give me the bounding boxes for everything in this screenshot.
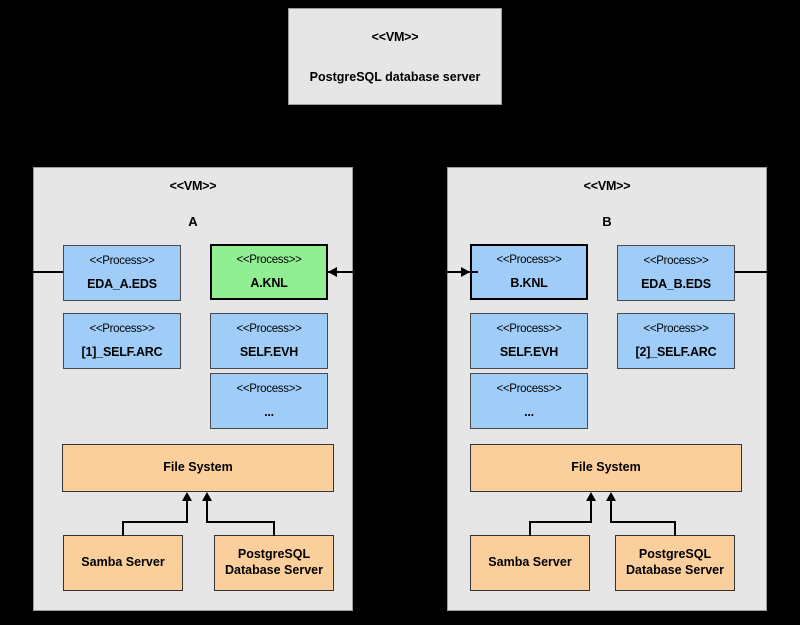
samba-server-label: Samba Server bbox=[81, 555, 165, 570]
process-label: B.KNL bbox=[510, 276, 548, 290]
arrowhead-into-b-knl bbox=[461, 267, 470, 277]
arrowhead-pg-fs-b bbox=[606, 492, 616, 501]
connector-pg-fs-a-vertical-low bbox=[273, 521, 275, 536]
process-stereotype: <<Process>> bbox=[236, 322, 302, 335]
process-b-knl[interactable]: <<Process>> B.KNL bbox=[470, 244, 588, 300]
arrowhead-samba-fs-a bbox=[182, 492, 192, 501]
connector-samba-fs-a-horizontal bbox=[122, 521, 188, 523]
process-label: EDA_B.EDS bbox=[641, 277, 711, 291]
file-system-a[interactable]: File System bbox=[62, 444, 334, 492]
process-label: A.KNL bbox=[250, 276, 288, 290]
process-stereotype: <<Process>> bbox=[89, 254, 155, 267]
postgresql-server-b[interactable]: PostgreSQL Database Server bbox=[615, 535, 735, 591]
arrowhead-samba-fs-b bbox=[586, 492, 596, 501]
connector-pg-fs-b-vertical-low bbox=[674, 521, 676, 536]
connector-samba-fs-b-vertical-high bbox=[590, 501, 592, 522]
vm-node-postgresql[interactable]: <<VM>> PostgreSQL database server bbox=[288, 8, 502, 105]
connector-samba-fs-b-horizontal bbox=[529, 521, 592, 523]
postgresql-line1: PostgreSQL bbox=[638, 547, 712, 562]
process-eda-a-eds[interactable]: <<Process>> EDA_A.EDS bbox=[63, 245, 181, 301]
arrowhead-pg-fs-a bbox=[202, 492, 212, 501]
connector-samba-fs-a-vertical-high bbox=[186, 501, 188, 522]
connector-a-knl-to-b-knl bbox=[328, 271, 478, 273]
file-system-label: File System bbox=[163, 460, 233, 475]
process-stereotype: <<Process>> bbox=[496, 253, 562, 266]
arrowhead-into-a-knl bbox=[328, 267, 337, 277]
process-stereotype: <<Process>> bbox=[236, 253, 302, 266]
file-system-label: File System bbox=[571, 460, 641, 475]
samba-server-label: Samba Server bbox=[488, 555, 572, 570]
process-stereotype: <<Process>> bbox=[496, 382, 562, 395]
vm-name: A bbox=[188, 213, 198, 229]
process-2-self-arc[interactable]: <<Process>> [2]_SELF.ARC bbox=[617, 313, 735, 369]
process-stereotype: <<Process>> bbox=[236, 382, 302, 395]
postgresql-server-a[interactable]: PostgreSQL Database Server bbox=[214, 535, 334, 591]
postgresql-server-label: PostgreSQL Database Server bbox=[626, 547, 724, 578]
postgresql-server-label: PostgreSQL Database Server bbox=[225, 547, 323, 578]
vm-stereotype: <<VM>> bbox=[371, 30, 419, 44]
process-ellipsis-a[interactable]: <<Process>> ... bbox=[210, 373, 328, 429]
samba-server-a[interactable]: Samba Server bbox=[63, 535, 183, 591]
process-stereotype: <<Process>> bbox=[643, 322, 709, 335]
process-a-knl[interactable]: <<Process>> A.KNL bbox=[210, 244, 328, 300]
connector-pg-fs-a-horizontal bbox=[206, 521, 275, 523]
vm-name: B bbox=[602, 213, 612, 229]
connector-samba-fs-b-vertical-low bbox=[529, 521, 531, 536]
connector-pg-fs-a-vertical-high bbox=[206, 501, 208, 522]
process-label: ... bbox=[524, 405, 534, 419]
connector-pg-fs-b-vertical-high bbox=[610, 501, 612, 522]
vm-name: PostgreSQL database server bbox=[309, 69, 481, 84]
process-label: ... bbox=[264, 405, 274, 419]
process-stereotype: <<Process>> bbox=[89, 322, 155, 335]
connector-pg-fs-b-horizontal bbox=[610, 521, 676, 523]
process-label: SELF.EVH bbox=[239, 345, 299, 359]
vm-stereotype: <<VM>> bbox=[583, 179, 631, 193]
process-eda-b-eds[interactable]: <<Process>> EDA_B.EDS bbox=[617, 245, 735, 301]
process-label: SELF.EVH bbox=[499, 345, 559, 359]
vm-stereotype: <<VM>> bbox=[169, 179, 217, 193]
process-self-evh-a[interactable]: <<Process>> SELF.EVH bbox=[210, 313, 328, 369]
process-1-self-arc[interactable]: <<Process>> [1]_SELF.ARC bbox=[63, 313, 181, 369]
connector-eda-b-to-external-right bbox=[735, 271, 800, 273]
process-label: EDA_A.EDS bbox=[87, 277, 157, 291]
process-self-evh-b[interactable]: <<Process>> SELF.EVH bbox=[470, 313, 588, 369]
connector-external-left-to-eda-a bbox=[0, 271, 63, 273]
process-ellipsis-b[interactable]: <<Process>> ... bbox=[470, 373, 588, 429]
process-label: [1]_SELF.ARC bbox=[81, 345, 163, 359]
connector-samba-fs-a-vertical-low bbox=[122, 521, 124, 536]
process-stereotype: <<Process>> bbox=[496, 322, 562, 335]
postgresql-line2: Database Server bbox=[225, 563, 323, 577]
postgresql-line1: PostgreSQL bbox=[237, 547, 311, 562]
file-system-b[interactable]: File System bbox=[470, 444, 742, 492]
process-stereotype: <<Process>> bbox=[643, 254, 709, 267]
postgresql-line2: Database Server bbox=[626, 563, 724, 577]
samba-server-b[interactable]: Samba Server bbox=[470, 535, 590, 591]
process-label: [2]_SELF.ARC bbox=[635, 345, 717, 359]
